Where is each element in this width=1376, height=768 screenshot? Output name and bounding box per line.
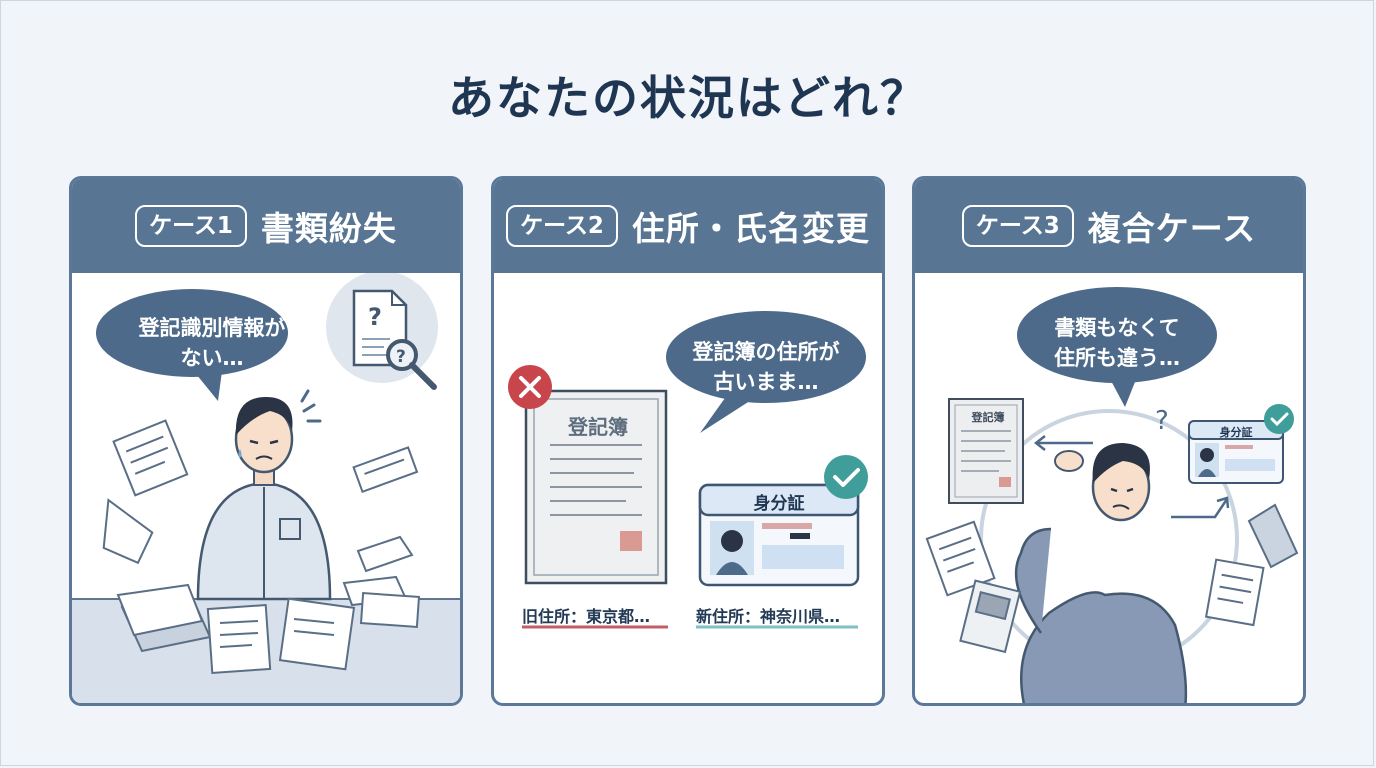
new-address-caption: 新住所：神奈川県… (696, 607, 841, 626)
speech-line-1a: 登記識別情報が (138, 316, 286, 340)
case-card-1[interactable]: ケース1 書類紛失 ? ? (69, 176, 463, 706)
page-title: あなたの状況はどれ？ (448, 71, 928, 125)
case-header-3: ケース3 複合ケース (915, 179, 1303, 273)
speech-line-3a: 書類もなくて (1054, 316, 1180, 340)
worried-person-icon (196, 389, 332, 601)
speech-line-2a: 登記簿の住所が (692, 340, 840, 364)
missing-document-icon: ? ? (326, 273, 438, 390)
case-badge-3: ケース3 (961, 205, 1074, 247)
id-card-small (1188, 420, 1284, 484)
case-illustration-2 (508, 311, 868, 629)
case-illustration-3: ? (925, 287, 1299, 703)
registry-document (524, 389, 668, 585)
case-title-2: 住所・氏名変更 (631, 209, 870, 248)
registry-doc-label-small: 登記簿 (971, 411, 1005, 424)
registry-document-small (948, 398, 1024, 504)
question-mark: ? (1155, 406, 1169, 436)
case-title-3: 複合ケース (1087, 209, 1257, 248)
id-card (698, 483, 860, 587)
case-title-1: 書類紛失 (260, 209, 397, 248)
speech-text-3: 書類もなくて 住所も違う… (1015, 313, 1219, 373)
desk-papers (116, 575, 421, 675)
speech-line-2b: 古いまま… (713, 370, 819, 394)
registry-doc-label: 登記簿 (568, 415, 628, 439)
scattered-papers (925, 503, 1299, 654)
connector-arrows (1033, 435, 1230, 519)
speech-bubble-1 (96, 289, 288, 401)
case-header-1: ケース1 書類紛失 (72, 179, 460, 273)
case-badge-2: ケース2 (506, 205, 618, 247)
case-badge-1: ケース1 (135, 205, 247, 247)
id-card-label-small: 身分証 (1219, 426, 1253, 439)
error-x-icon (508, 365, 552, 409)
success-check-icon-small (1264, 404, 1294, 434)
speech-text-2: 登記簿の住所が 古いまま… (664, 337, 868, 397)
id-card-label: 身分証 (753, 494, 805, 514)
case-card-3[interactable]: ケース3 複合ケース (912, 176, 1306, 706)
case-header-2: ケース2 住所・氏名変更 (494, 179, 882, 273)
speech-bubble-2 (666, 311, 866, 433)
case-card-2[interactable]: ケース2 住所・氏名変更 (491, 176, 885, 706)
success-check-icon (824, 455, 868, 499)
old-address-caption: 旧住所：東京都… (522, 607, 651, 626)
case-illustration-1: ? ? (72, 273, 460, 703)
speech-line-1b: ない… (180, 346, 244, 370)
speech-text-1: 登記識別情報が ない… (98, 313, 326, 373)
confused-person-icon (1014, 443, 1188, 703)
speech-bubble-3 (1017, 287, 1217, 407)
svg-text:?: ? (396, 347, 406, 367)
speech-line-3b: 住所も違う… (1054, 346, 1180, 370)
flying-papers (102, 419, 419, 573)
svg-text:?: ? (368, 303, 382, 331)
